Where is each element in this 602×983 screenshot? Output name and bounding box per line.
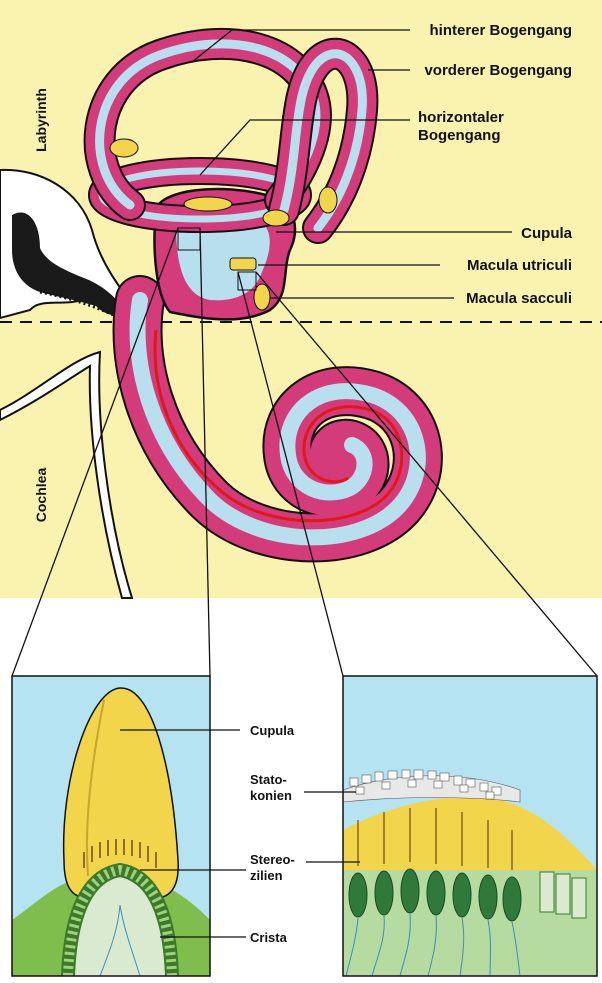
ampulla-cupula-1 <box>110 139 138 157</box>
inset-label-stato-2: konien <box>250 788 292 803</box>
label-cochlea: Cochlea <box>33 468 49 523</box>
label-horizontaler-2: Bogengang <box>418 127 501 144</box>
inset-macula <box>343 676 597 976</box>
inset-label-stato-1: Stato- <box>250 772 287 787</box>
label-cupula: Cupula <box>521 225 572 242</box>
label-vorderer-bogengang: vorderer Bogengang <box>424 62 572 79</box>
inset-label-stereo-1: Stereo- <box>250 852 295 867</box>
inset-label-cupula: Cupula <box>250 723 295 738</box>
label-horizontaler-1: horizontaler <box>418 109 504 126</box>
inset-label-stereo-2: zilien <box>250 868 283 883</box>
inset-crista <box>12 676 210 976</box>
ampulla-cupula-2 <box>319 187 337 213</box>
ampulla-cupula-4 <box>184 197 232 211</box>
macula-utriculi-shape <box>230 258 256 270</box>
label-macula-utriculi: Macula utriculi <box>467 257 572 274</box>
label-macula-sacculi: Macula sacculi <box>466 290 572 307</box>
ampulla-cupula-3 <box>263 210 289 226</box>
label-hinterer-bogengang: hinterer Bogengang <box>429 22 572 39</box>
inset-label-crista: Crista <box>250 930 288 945</box>
label-labyrinth: Labyrinth <box>33 88 49 152</box>
